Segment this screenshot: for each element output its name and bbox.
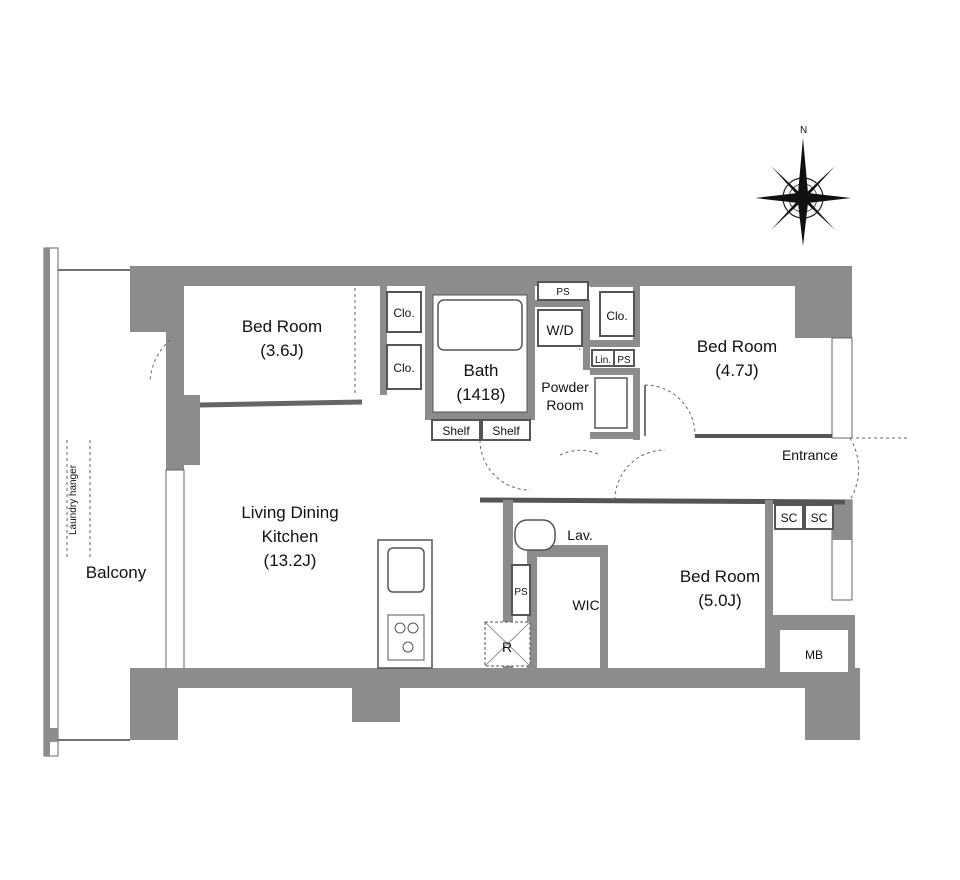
closet-box-2 xyxy=(386,344,422,390)
sc-box-2 xyxy=(804,504,834,530)
closet-label-3: Clo. xyxy=(606,309,627,323)
ldk-name-line1: Living Dining xyxy=(241,503,338,522)
mb-label: MB xyxy=(805,648,823,662)
fixtures xyxy=(377,294,628,669)
bed-room-2-name: Bed Room xyxy=(697,337,777,356)
sc-box-1 xyxy=(774,504,804,530)
lin-label: Lin. xyxy=(595,355,611,366)
powder-room-line2: Room xyxy=(546,397,583,413)
ps-label-3: PS xyxy=(514,587,528,598)
balcony-label: Balcony xyxy=(86,563,147,582)
closet-label-2: Clo. xyxy=(393,361,414,375)
entrance-label: Entrance xyxy=(782,447,838,463)
ldk-name-line2: Kitchen xyxy=(262,527,319,546)
balcony-area xyxy=(43,247,130,757)
closet-box-3 xyxy=(599,291,635,337)
ps-box-3 xyxy=(511,564,531,616)
bed-room-1-size: (3.6J) xyxy=(260,341,303,360)
bath-size: (1418) xyxy=(456,385,505,404)
ps-box-2 xyxy=(613,349,635,367)
compass-north-label: N xyxy=(800,125,807,136)
lav-label: Lav. xyxy=(567,527,592,543)
outer-walls xyxy=(130,266,860,740)
wd-label: W/D xyxy=(546,322,573,338)
shoe-cabinet-label-2: SC xyxy=(811,511,828,525)
bed-room-1-name: Bed Room xyxy=(242,317,322,336)
shelf-label-1: Shelf xyxy=(442,424,470,438)
inner-walls xyxy=(199,280,846,670)
laundry-hanger-label: Laundry hanger xyxy=(68,464,79,535)
shelf-box-1 xyxy=(431,419,481,441)
compass-icon: N xyxy=(755,125,851,246)
wd-box xyxy=(537,309,583,347)
closet-box-1 xyxy=(386,291,422,333)
shelf-label-2: Shelf xyxy=(492,424,520,438)
wic-label: WIC xyxy=(572,597,599,613)
shelf-box-2 xyxy=(481,419,531,441)
bed-room-3-size: (5.0J) xyxy=(698,591,741,610)
ps-box-1 xyxy=(537,281,589,301)
powder-room-line1: Powder xyxy=(541,379,589,395)
refrigerator-label: R xyxy=(502,639,512,655)
ps-label-1: PS xyxy=(556,287,570,298)
ps-label-2: PS xyxy=(617,355,631,366)
bed-room-2-size: (4.7J) xyxy=(715,361,758,380)
bed-room-3-name: Bed Room xyxy=(680,567,760,586)
shoe-cabinet-label-1: SC xyxy=(781,511,798,525)
bath-name: Bath xyxy=(464,361,499,380)
closet-label-1: Clo. xyxy=(393,306,414,320)
ldk-size: (13.2J) xyxy=(264,551,317,570)
